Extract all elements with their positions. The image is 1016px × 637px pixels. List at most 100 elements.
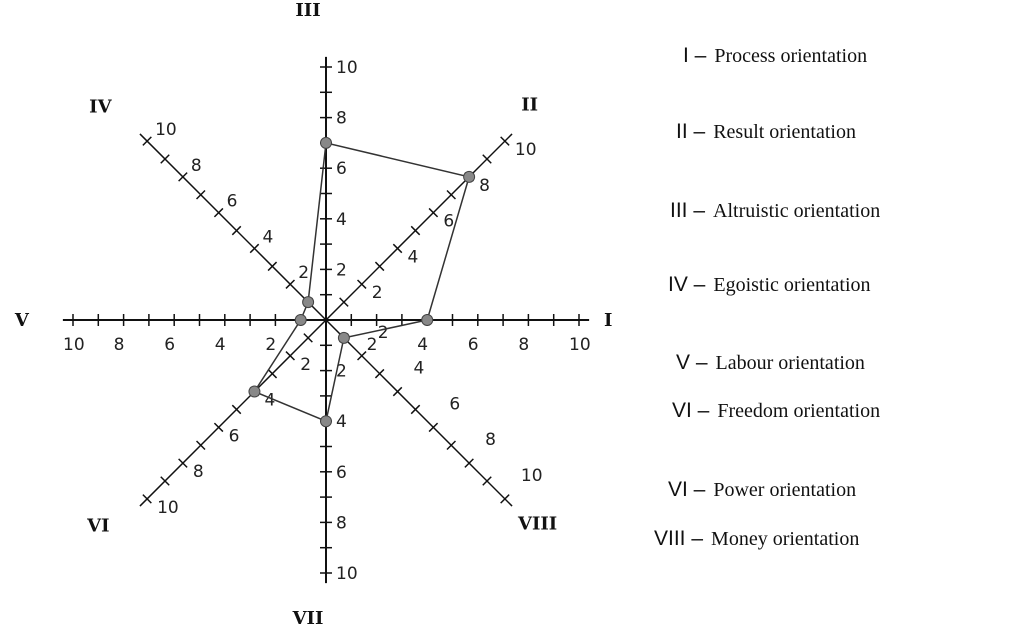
legend-item: V – Labour orientation (676, 351, 865, 375)
axis-tick (267, 368, 278, 379)
legend-text: Labour orientation (715, 352, 865, 374)
data-point-I (421, 314, 434, 326)
data-point-IV (302, 296, 315, 309)
legend-numeral: III – (670, 199, 706, 222)
tick-label: 8 (336, 109, 347, 129)
axis-line-II (325, 133, 513, 321)
legend-text: Money orientation (711, 528, 860, 550)
tick-label: 10 (336, 58, 358, 78)
tick-label: 8 (193, 462, 204, 482)
tick-label: 6 (229, 426, 240, 446)
tick-label: 4 (414, 359, 425, 379)
tick-label: 4 (336, 210, 347, 230)
tick-label: 6 (443, 212, 454, 232)
axis-tick (446, 189, 457, 200)
axis-name-VI: VI (86, 516, 109, 537)
legend-item: VI – Freedom orientation (672, 399, 880, 423)
axis-line-IV (139, 133, 327, 321)
data-point-VII (320, 415, 332, 428)
legend-item: VIII – Money orientation (654, 527, 859, 551)
legend-text: Process orientation (714, 45, 868, 67)
tick-label: 4 (336, 412, 347, 432)
tick-label: 6 (227, 192, 238, 212)
legend-item: IV – Egoistic orientation (668, 273, 871, 297)
axis-name-VII: VII (292, 608, 324, 629)
axis-tick (374, 368, 385, 379)
axis-tick (267, 261, 278, 272)
axis-tick (339, 297, 349, 307)
axis-tick (410, 225, 421, 236)
axis-line-VIII (325, 319, 513, 507)
tick-label: 2 (265, 335, 276, 355)
axis-tick (142, 136, 152, 146)
tick-label: 4 (215, 335, 226, 355)
tick-label: 6 (336, 463, 347, 483)
tick-label: 4 (262, 227, 273, 247)
axis-tick (428, 422, 439, 433)
tick-label: 8 (518, 335, 529, 355)
axis-tick (213, 207, 224, 218)
axis-tick (213, 422, 224, 433)
legend-item: III – Altruistic orientation (670, 199, 880, 223)
tick-label: 6 (336, 159, 347, 179)
axis-tick (285, 279, 295, 289)
legend-numeral: IV – (668, 273, 706, 296)
axis-tick (428, 207, 439, 218)
legend-numeral: V – (676, 351, 708, 374)
axis-tick (231, 404, 242, 415)
tick-label: 10 (569, 335, 591, 355)
axis-tick (231, 225, 242, 236)
axis-tick (178, 172, 188, 182)
legend-text: Freedom orientation (717, 400, 881, 422)
axis-tick (464, 458, 474, 468)
axis-tick (500, 136, 510, 146)
tick-label: 6 (468, 335, 479, 355)
axis-tick (160, 154, 170, 164)
axis-line-VI (139, 319, 327, 507)
axis-name-IV: IV (89, 96, 112, 117)
tick-label: 4 (417, 335, 428, 355)
axis-tick (482, 154, 492, 164)
tick-label: 8 (485, 430, 496, 450)
legend-numeral: VIII – (654, 527, 704, 550)
axis-tick (178, 458, 188, 468)
tick-label: 8 (114, 335, 125, 355)
legend-numeral: VI – (672, 399, 710, 422)
tick-label: 4 (264, 391, 275, 411)
tick-label: 2 (378, 323, 389, 343)
axis-tick (142, 494, 152, 504)
tick-label: 6 (164, 335, 175, 355)
legend-text: Egoistic orientation (713, 274, 871, 296)
legend-text: Altruistic orientation (713, 200, 881, 222)
axis-tick (160, 476, 170, 486)
axis-tick (285, 351, 295, 361)
axis-tick (374, 261, 385, 272)
tick-label: 10 (157, 498, 179, 518)
legend-item: VI –Power orientation (668, 478, 856, 502)
tick-label: 6 (449, 394, 460, 414)
axis-tick (195, 189, 206, 200)
tick-label: 10 (336, 564, 358, 584)
axis-tick (392, 386, 403, 397)
axis-tick (357, 279, 367, 289)
axis-name-III: III (295, 0, 320, 21)
tick-label: 2 (372, 283, 383, 303)
axis-tick (392, 243, 403, 254)
tick-label: 8 (191, 156, 202, 176)
axis-tick (446, 440, 457, 451)
data-point-III (320, 136, 332, 149)
tick-label: 8 (336, 513, 347, 533)
axis-name-II: II (521, 94, 538, 115)
tick-label: 10 (521, 466, 543, 486)
legend-numeral: VI – (668, 478, 706, 501)
axis-tick (303, 333, 313, 343)
tick-label: 10 (515, 140, 537, 160)
tick-label: 10 (63, 335, 85, 355)
axis-tick (195, 440, 206, 451)
tick-label: 2 (336, 362, 347, 382)
axis-name-VIII: VIII (517, 514, 557, 535)
axis-tick (500, 494, 510, 504)
axis-tick (249, 243, 260, 254)
tick-label: 8 (479, 176, 490, 196)
